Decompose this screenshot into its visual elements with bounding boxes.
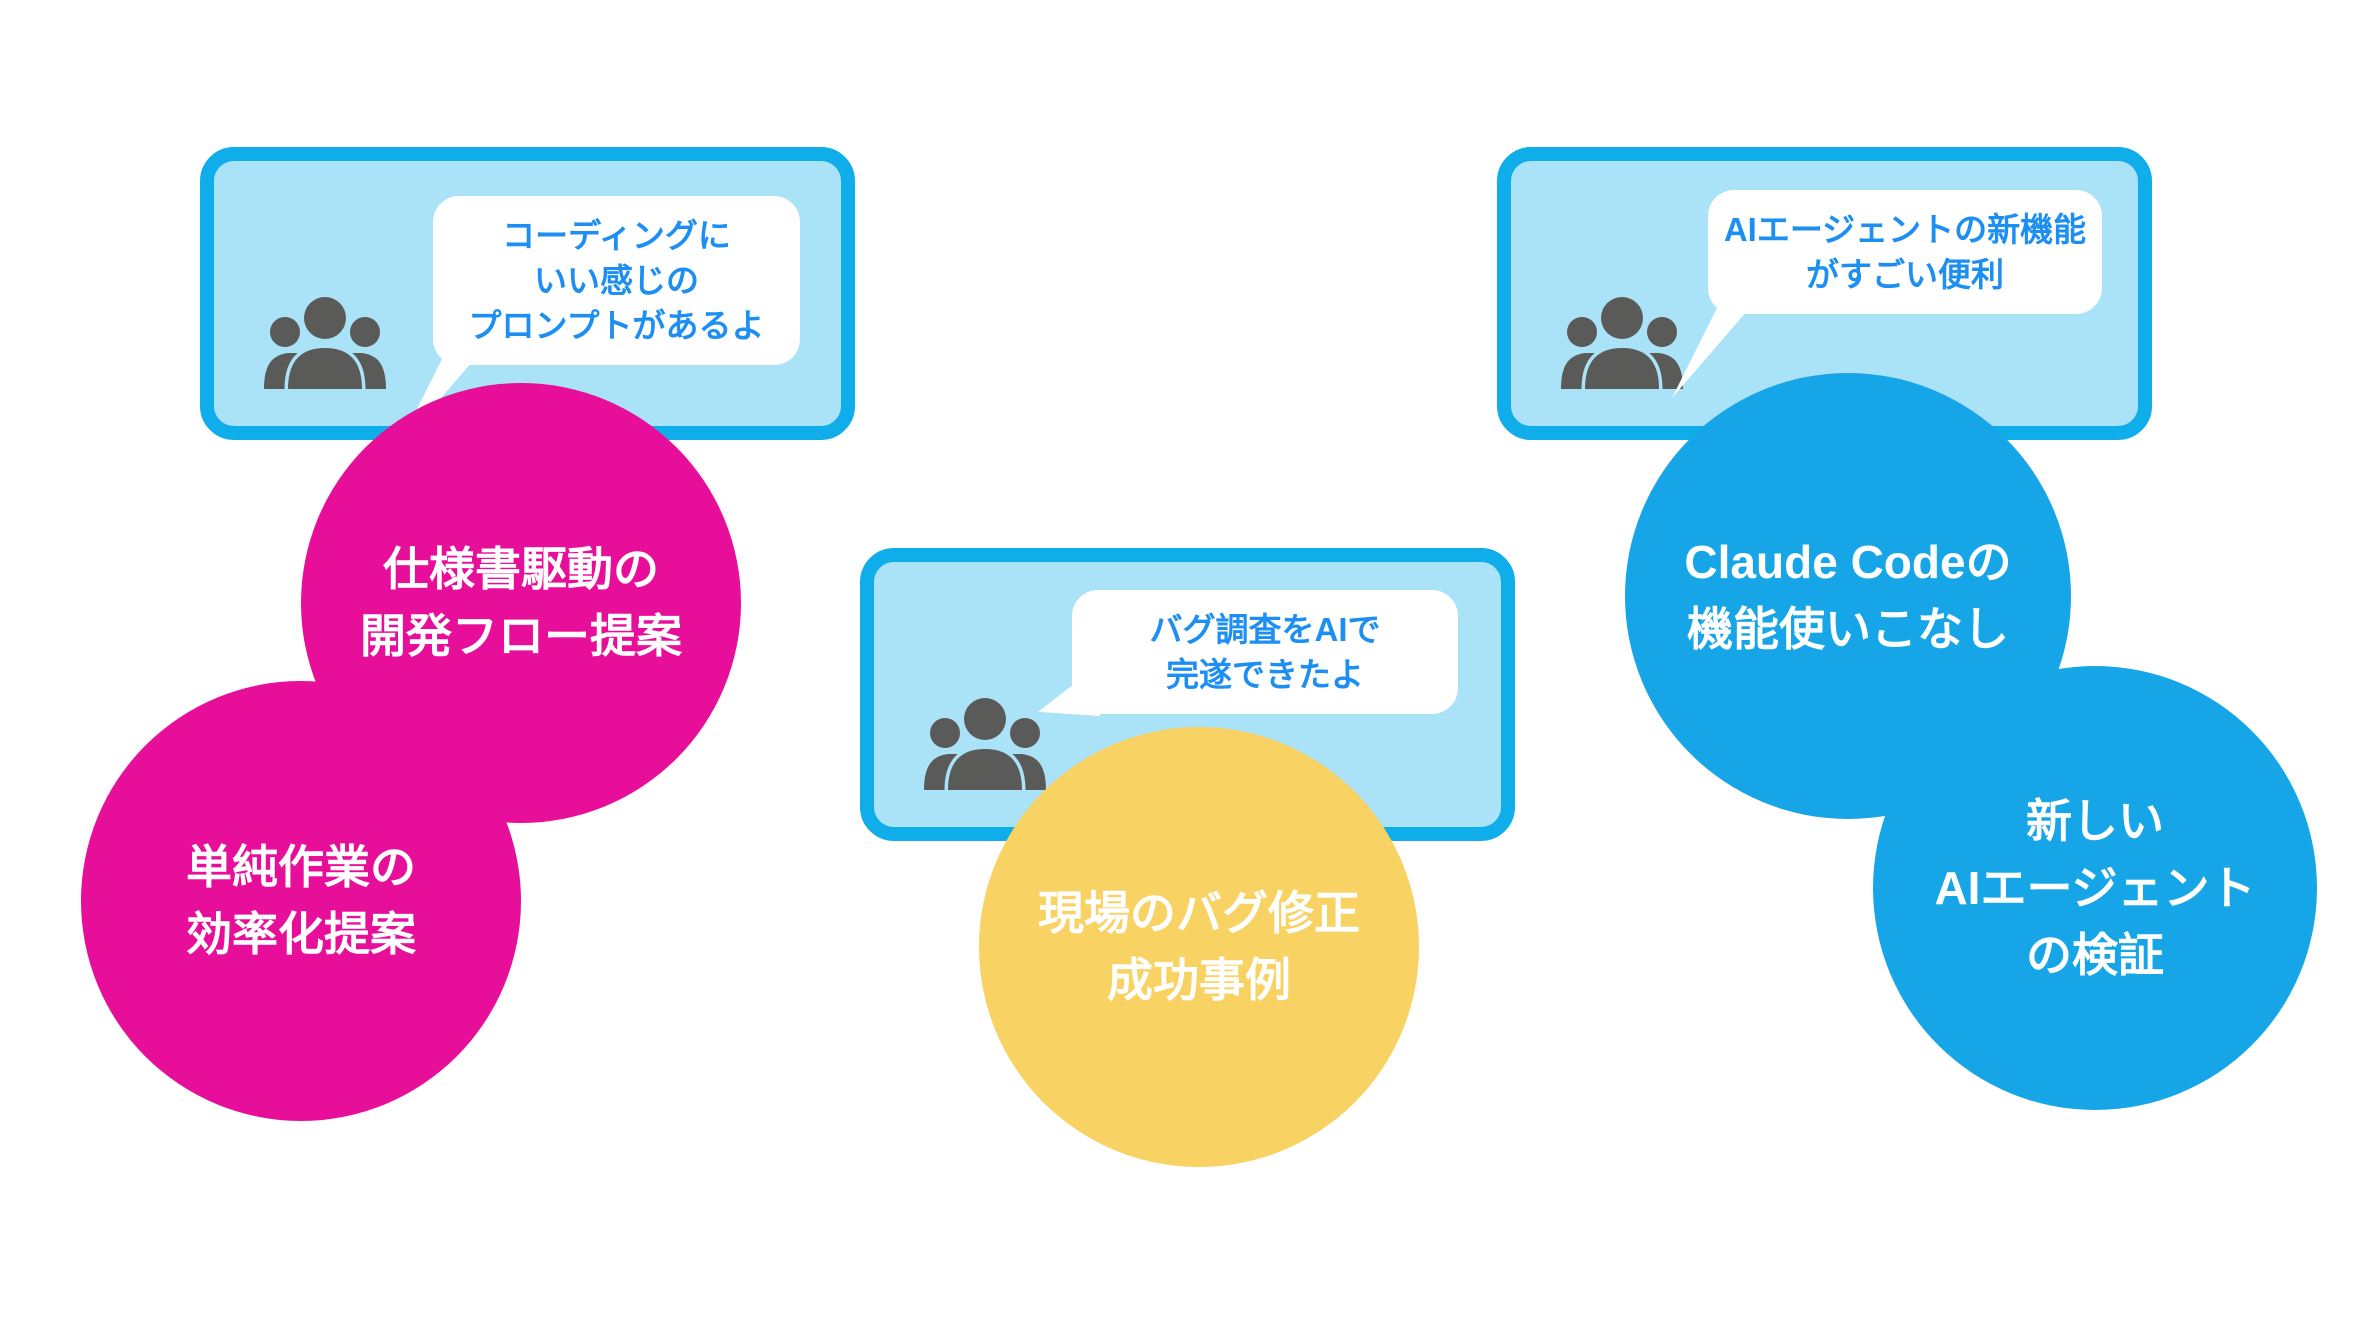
people-group-icon <box>924 694 1046 794</box>
speech-bubble-line: がすごい便利 <box>1806 256 2004 293</box>
circle-simple-task-efficiency: 単純作業の 効率化提案 <box>81 681 521 1121</box>
speech-bubble-line: いい感じの <box>534 262 699 299</box>
topic-card-ai-agent-features: AIエージェントの新機能 がすごい便利 <box>1497 147 2152 440</box>
speech-bubble-line: コーディングに <box>502 217 731 254</box>
circle-label-line: Claude Codeの <box>1684 536 2012 588</box>
speech-bubble-tail <box>1038 664 1100 716</box>
speech-bubble: AIエージェントの新機能 がすごい便利 <box>1672 190 2102 398</box>
speech-bubble-line: プロンプトがあるよ <box>468 307 765 344</box>
topic-card-bug-investigation: バグ調査をAIで 完遂できたよ <box>860 548 1515 841</box>
circle-label-line: 開発フロー提案 <box>360 610 682 662</box>
people-group-icon <box>1561 293 1683 393</box>
circle-label-line: 機能使いこなし <box>1687 603 2009 655</box>
circle-label-line: の検証 <box>2026 928 2164 981</box>
people-group-icon <box>264 293 386 393</box>
circle-label-line: 仕様書駆動の <box>383 543 659 595</box>
speech-bubble: コーディングに いい感じの プロンプトがあるよ <box>397 196 800 449</box>
circle-label-line: AIエージェント <box>1934 861 2256 914</box>
speech-bubble-line: AIエージェントの新機能 <box>1723 211 2087 248</box>
topic-card-coding-prompt: コーディングに いい感じの プロンプトがあるよ <box>200 147 855 449</box>
circle-label-line: 単純作業の <box>186 841 416 893</box>
circle-label-line: 成功事例 <box>1107 954 1291 1006</box>
speech-bubble: バグ調査をAIで 完遂できたよ <box>1038 590 1458 716</box>
circle-label-line: 現場のバグ修正 <box>1038 887 1360 939</box>
circle-label-line: 効率化提案 <box>186 908 416 960</box>
speech-bubble-line: バグ調査をAIで <box>1149 611 1381 648</box>
circle-claude-code-mastery: Claude Codeの 機能使いこなし <box>1625 373 2071 819</box>
circle-new-agent-verification: 新しい AIエージェント の検証 <box>1873 666 2317 1110</box>
speech-bubble-line: 完遂できたよ <box>1166 656 1364 693</box>
circle-bugfix-success-case: 現場のバグ修正 成功事例 <box>979 727 1419 1167</box>
circle-label-line: 新しい <box>2026 794 2164 847</box>
